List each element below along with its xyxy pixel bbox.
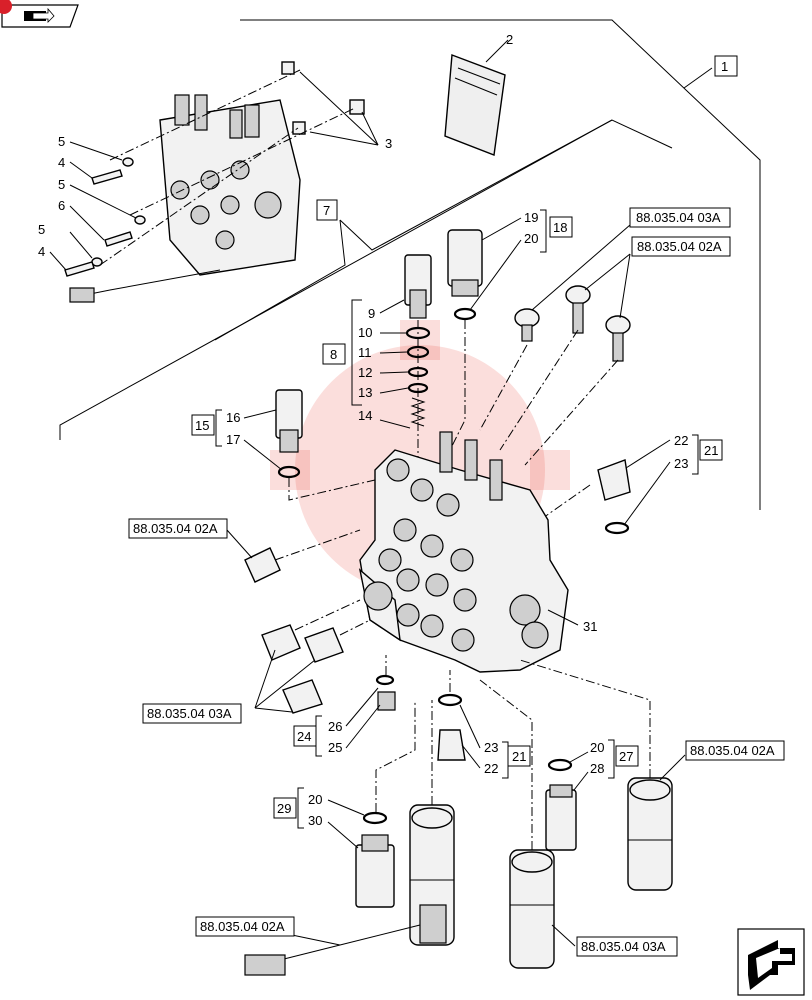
assembled-valve-illustration [69,61,379,303]
callout-15: 15 [195,418,209,433]
eye-bolt-connectors [479,224,631,466]
callout-20-top: 20 [524,231,538,246]
callout-box-21-lower [507,745,531,767]
callout-31: 31 [583,619,597,634]
ref-box-6[interactable] [195,916,295,937]
ref-link-3[interactable]: 88.035.04 02A [133,521,218,536]
callout-24: 24 [297,729,311,744]
cartridge-28 [545,758,577,851]
callout-4-top: 4 [58,155,65,170]
callout-12: 12 [358,365,372,380]
callout-13: 13 [358,385,372,400]
callout-21-right: 21 [704,443,718,458]
callout-9: 9 [368,306,375,321]
callout-22-right: 22 [674,433,688,448]
callout-18: 18 [553,220,567,235]
callout-3: 3 [385,136,392,151]
ref-link-5[interactable]: 88.035.04 02A [690,743,775,758]
plug-22-right [539,459,631,535]
callout-21-lower: 21 [512,749,526,764]
kit-frame-lines [59,19,761,510]
relief-valve-9 [404,254,432,470]
callout-7: 7 [323,203,330,218]
callout-4-bottom: 4 [38,244,45,259]
callout-27: 27 [619,749,633,764]
callout-20-right: 20 [590,740,604,755]
callout-17: 17 [226,432,240,447]
callout-28: 28 [590,761,604,776]
ref-link-6[interactable]: 88.035.04 02A [200,919,285,934]
manual-booklet [444,39,509,156]
callout-box-8 [322,343,346,365]
ref-box-7[interactable] [576,936,678,957]
solenoid-coil-bottom [479,679,576,969]
callout-5-mid: 5 [58,177,65,192]
solenoid-coil-right [519,659,686,891]
next-page-arrow-icon[interactable] [737,928,805,996]
bracket-8 [351,299,362,406]
callout-2: 2 [506,32,513,47]
fastener-set [49,141,146,277]
cartridge-30 [355,700,416,908]
callout-23-right: 23 [674,456,688,471]
callout-box-15 [191,414,215,436]
callout-5-bottom: 5 [38,222,45,237]
callout-26: 26 [328,719,342,734]
callout-6: 6 [58,198,65,213]
side-plug-connectors [226,529,371,714]
callout-23-lower: 23 [484,740,498,755]
callout-8: 8 [330,347,337,362]
callout-16: 16 [226,410,240,425]
ref-box-5[interactable] [685,740,785,761]
book-nav-icon[interactable] [0,0,79,28]
callout-10: 10 [358,325,372,340]
callout-box-27 [615,745,639,767]
callout-11: 11 [358,345,372,360]
ref-box-2[interactable] [631,236,731,257]
ref-link-1[interactable]: 88.035.04 03A [636,210,721,225]
callout-box-29 [273,797,297,819]
callout-box-1 [714,55,738,77]
callout-14: 14 [358,408,372,423]
callout-box-21-right [699,439,723,461]
callout-30: 30 [308,813,322,828]
ref-box-4[interactable] [142,703,242,724]
ref-link-7[interactable]: 88.035.04 03A [581,939,666,954]
callout-20-left: 20 [308,792,322,807]
callout-box-24 [293,725,317,747]
ref-box-3[interactable] [128,518,228,539]
callout-1: 1 [721,59,728,74]
ref-link-4[interactable]: 88.035.04 03A [147,706,232,721]
callout-box-18 [549,216,573,238]
callout-5-top: 5 [58,134,65,149]
valve-16 [275,389,376,501]
plug-22-lower [437,670,466,761]
valve-body-31 [358,431,579,673]
ref-link-2[interactable]: 88.035.04 02A [637,239,722,254]
callout-22-lower: 22 [484,761,498,776]
callout-29: 29 [277,801,291,816]
callout-25: 25 [328,740,342,755]
plug-25 [375,655,396,711]
callout-box-7 [316,199,338,221]
callout-19: 19 [524,210,538,225]
solenoid-with-cable [244,700,455,976]
ref-box-1[interactable] [629,207,731,228]
